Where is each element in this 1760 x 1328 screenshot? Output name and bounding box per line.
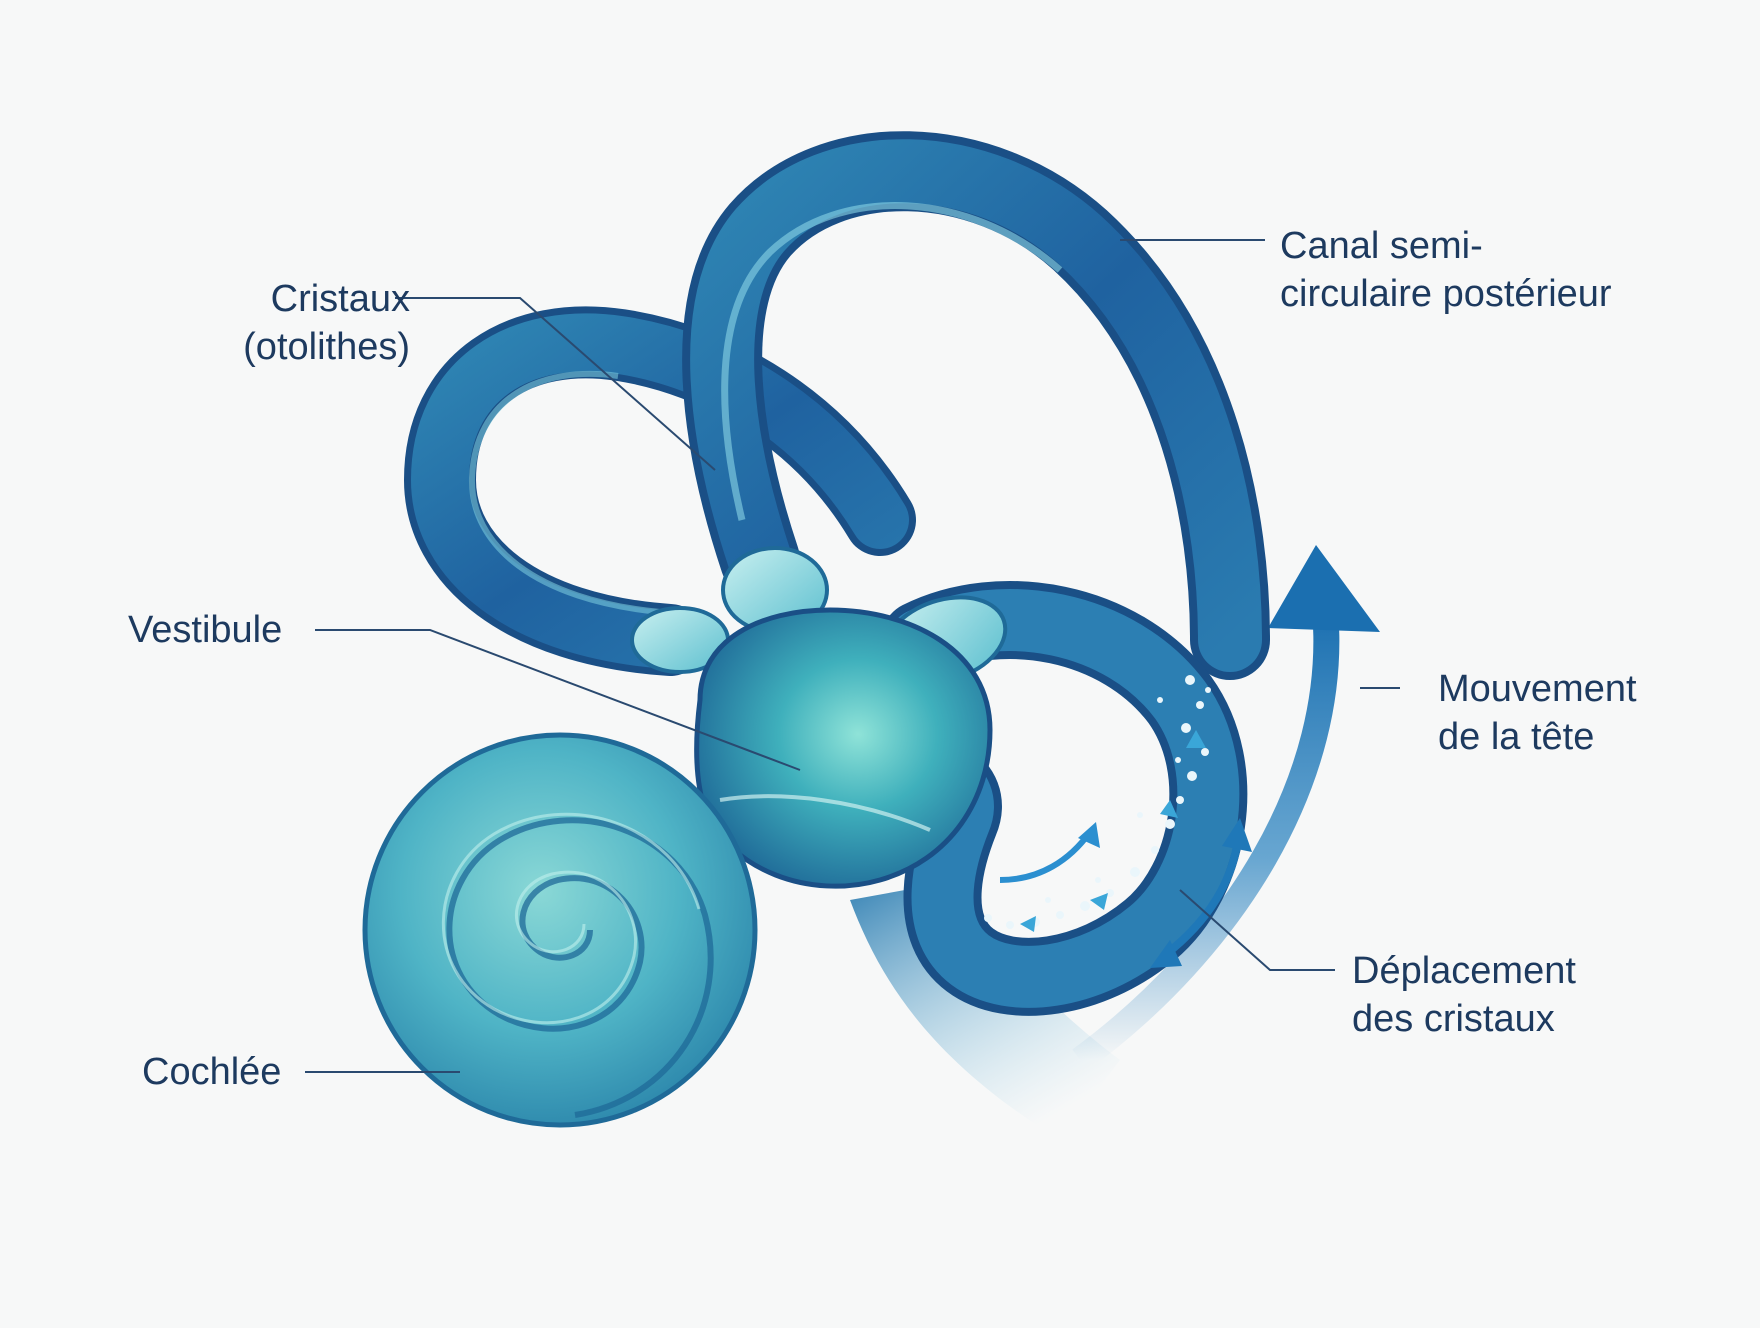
leader-vestibule — [315, 629, 801, 771]
cochlea-spiral — [446, 817, 714, 1118]
label-displacement-line1: Déplacement — [1352, 950, 1576, 992]
label-vestibule: Vestibule — [128, 606, 282, 654]
label-canal-line2: circulaire postérieur — [1280, 273, 1612, 315]
curved-flow-arrow — [999, 830, 1093, 883]
label-canal-line1: Canal semi- — [1280, 225, 1483, 267]
label-crystals-line2: (otolithes) — [243, 326, 410, 368]
label-cochlea-text: Cochlée — [142, 1051, 282, 1093]
flow-arrows — [1020, 730, 1206, 932]
label-canal: Canal semi- circulaire postérieur — [1280, 222, 1612, 318]
displacement-double-arrow — [1162, 839, 1242, 959]
label-head-movement-line1: Mouvement — [1438, 668, 1637, 710]
head-movement-arrowhead — [1268, 545, 1380, 632]
label-cochlea: Cochlée — [142, 1048, 281, 1096]
label-vestibule-text: Vestibule — [128, 609, 283, 651]
leader-lines — [305, 239, 1400, 1073]
head-movement-arrow-shaft — [1072, 608, 1340, 1071]
leader-displacement — [1179, 889, 1335, 971]
leader-crystals — [395, 297, 716, 471]
label-crystal-displacement: Déplacement des cristaux — [1352, 947, 1576, 1043]
cochlea-body — [362, 732, 758, 1128]
label-head-movement-line2: de la tête — [1438, 716, 1595, 758]
label-displacement-line2: des cristaux — [1352, 998, 1555, 1040]
label-crystals-line1: Cristaux — [270, 278, 410, 320]
label-head-movement: Mouvement de la tête — [1438, 665, 1637, 761]
label-crystals: Cristaux (otolithes) — [150, 275, 410, 371]
